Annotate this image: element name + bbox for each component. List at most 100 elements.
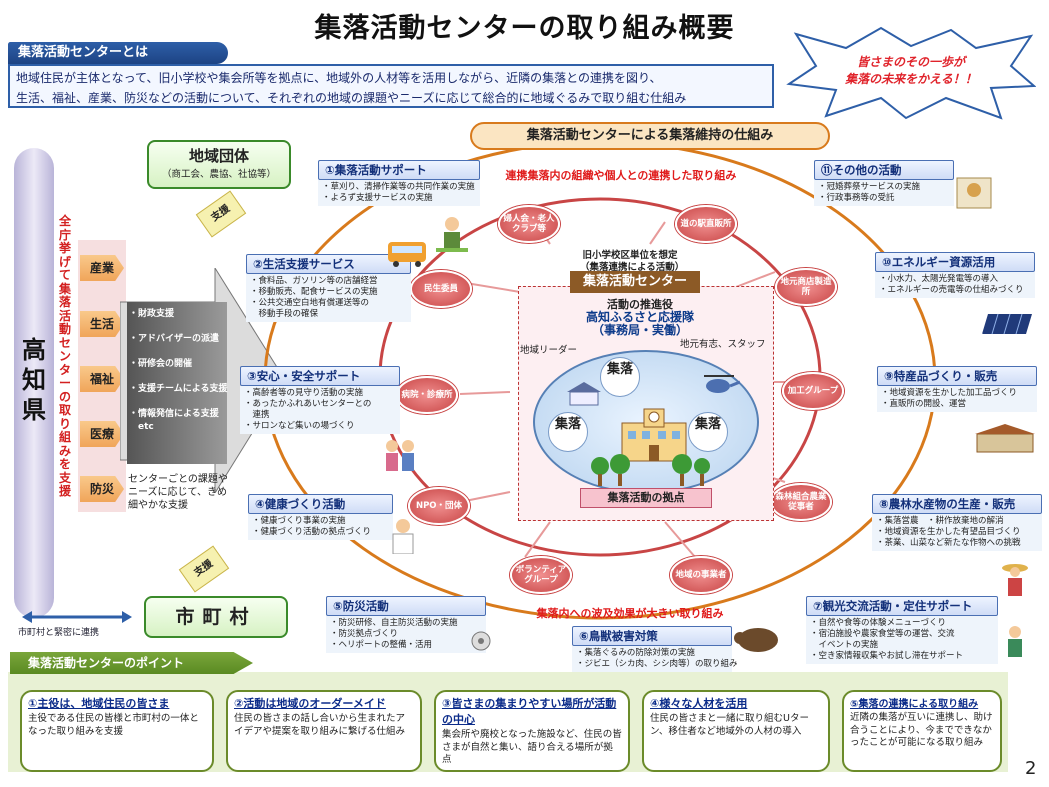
definition-tab: 集落活動センターとは <box>8 42 228 64</box>
activity-07: ⑦観光交流活動・定住サポート ・自然や食等の体験メニューづくり ・宿泊施設や農家… <box>806 596 998 664</box>
activity-07-line: ・宿泊施設や農家食堂等の運営、交流 <box>810 629 955 639</box>
ring-bottom-caption: 集落内への波及効果が大きい取り組み <box>536 607 724 620</box>
node-local-shop: 地元商店製造所 <box>775 268 837 306</box>
support-item: etc <box>129 422 154 432</box>
slogan-line-1: 皆さまのその一歩が <box>856 55 965 69</box>
point-card-5-title: ⑤集落の連携による取り組み <box>850 699 979 710</box>
activity-01-line: ・草刈り、清掃作業等の共同作業の実施 <box>322 182 475 192</box>
activity-05: ⑤防災活動 ・防災研修、自主防災活動の実施 ・防災拠点づくり ・ヘリポートの整備… <box>326 596 486 653</box>
activity-06-title: ⑥鳥獣被害対策 <box>572 626 732 646</box>
school-note-line-2: （集落連携による活動） <box>580 262 685 273</box>
farmer-icon <box>436 217 468 252</box>
activity-02: ②生活支援サービス ・食料品、ガソリン等の店舗経営 ・移動販売、配食サービスの実… <box>246 254 411 322</box>
guide-icon <box>1008 626 1022 657</box>
node-welfare-commissioner: 民生委員 <box>410 270 472 308</box>
activity-08-line: ・集落営農 ・耕作放棄地の解消 <box>876 516 1004 526</box>
activity-01-body: ・草刈り、清掃作業等の共同作業の実施 ・よろず支援サービスの実施 <box>318 180 480 206</box>
local-leader-label: 地域リーダー <box>520 345 578 356</box>
activity-08-body: ・集落営農 ・耕作放棄地の解消 ・地域資源を生かした有望品目づくり ・茶業、山菜… <box>872 514 1042 551</box>
point-card-2-title: ②活動は地域のオーダーメイド <box>234 697 386 710</box>
field-industry: 産業 <box>80 255 124 281</box>
ring-title: 集落活動センターによる集落維持の仕組み <box>470 122 830 150</box>
support-item: ・情報発信による支援 <box>129 409 219 419</box>
node-processing-group: 加工グループ <box>782 372 844 410</box>
point-card-5-text: 近隣の集落が互いに連携し、助け合うことにより、今までできなかったことが可能になる… <box>850 712 993 748</box>
support-item: ・アドバイザーの派遣 <box>129 334 220 344</box>
center-role: 活動の推進役 高知ふるさと応援隊 （事務局・実働） <box>570 298 710 337</box>
activity-03: ③安心・安全サポート ・高齢者等の見守り活動の実施 ・あったかふれあいセンターと… <box>240 366 400 434</box>
support-item: ・財政支援 <box>129 309 175 319</box>
definition-line-1: 地域住民が主体となって、旧小学校や集会所等を拠点に、地域外の人材等を活用しながら… <box>16 71 662 85</box>
base-label: 集落活動の拠点 <box>580 488 712 508</box>
activity-11-line: ・行政事務等の受託 <box>818 193 895 203</box>
activity-03-title: ③安心・安全サポート <box>240 366 400 386</box>
double-arrow-icon <box>22 611 132 623</box>
school-building-icon <box>621 408 687 462</box>
boar-icon <box>734 628 778 652</box>
point-card-3-text: 集会所や廃校となった施設など、住民の皆さまが自然と集い、語り合える場所が拠点 <box>442 729 622 765</box>
prefecture-label: 高知県 <box>14 335 54 425</box>
node-womens-assoc: 婦人会・老人クラブ等 <box>498 205 560 243</box>
support-item: ・支援チームによる支援 <box>129 384 228 394</box>
support-list: ・財政支援 ・アドバイザーの派遣 ・研修会の開催 ・支援チームによる支援 ・情報… <box>127 302 227 464</box>
node-forestry: 森林組合農業従事者 <box>770 483 832 521</box>
activity-11-title: ⑪その他の活動 <box>814 160 954 180</box>
role-line-1: 活動の推進役 <box>607 298 673 311</box>
village-bubble-right: 集落 <box>688 412 728 452</box>
activity-03-line: ・あったかふれあいセンターとの <box>244 399 372 409</box>
activity-05-title: ⑤防災活動 <box>326 596 486 616</box>
slogan-text: 皆さまのその一歩が 集落の未来をかえる！！ <box>800 54 1022 88</box>
page-title: 集落活動センターの取り組み概要 <box>314 13 735 44</box>
point-card-4: ④様々な人材を活用 住民の皆さまと一緒に取り組むUターン、移住者など地域外の人材… <box>642 690 830 772</box>
point-card-4-text: 住民の皆さまと一緒に取り組むUターン、移住者など地域外の人材の導入 <box>650 713 809 737</box>
activity-08-title: ⑧農林水産物の生産・販売 <box>872 494 1042 514</box>
activity-10-title: ⑩エネルギー資源活用 <box>875 252 1035 272</box>
slogan-burst-icon <box>786 26 1036 120</box>
prefecture-name: 高知県 <box>22 336 46 424</box>
activity-04-line: ・健康づくり活動の拠点づくり <box>252 527 372 537</box>
point-card-5: ⑤集落の連携による取り組み 近隣の集落が互いに連携し、助け合うことにより、今まで… <box>842 690 1002 772</box>
activity-08-line: ・地域資源を生かした有望品目づくり <box>876 527 1021 537</box>
node-clinic: 病院・診療所 <box>396 376 458 414</box>
point-card-2-text: 住民の皆さまの話し合いから生まれたアイデアや提案を取り組みに繋げる仕組み <box>234 713 406 737</box>
speaker-icon <box>471 631 491 651</box>
house-icon <box>567 382 601 406</box>
village-bubble-left: 集落 <box>548 412 588 452</box>
support-tag-bottom: 支援 <box>178 545 230 593</box>
activity-05-line: ・ヘリポートの整備・活用 <box>330 640 433 650</box>
local-staff-label: 地元有志、スタッフ <box>680 339 766 350</box>
activity-02-body: ・食料品、ガソリン等の店舗経営 ・移動販売、配食サービスの実施 ・公共交通空白地… <box>246 274 411 322</box>
role-line-2: 高知ふるさと応援隊 <box>585 310 694 324</box>
activity-03-line: ・サロンなど集いの場づくり <box>244 421 355 431</box>
activity-05-body: ・防災研修、自主防災活動の実施 ・防災拠点づくり ・ヘリポートの整備・活用 <box>326 616 486 653</box>
point-card-2: ②活動は地域のオーダーメイド 住民の皆さまの話し合いから生まれたアイデアや提案を… <box>226 690 422 772</box>
activity-09-body: ・地域資源を生かした加工品づくり ・直販所の開設、運営 <box>877 386 1037 412</box>
activity-10: ⑩エネルギー資源活用 ・小水力、太陽光発電等の導入 ・エネルギーの売電等の仕組み… <box>875 252 1035 298</box>
activity-09-line: ・直販所の開設、運営 <box>881 399 967 409</box>
support-tag-top: 支援 <box>195 190 247 238</box>
page-number: 2 <box>1025 758 1037 779</box>
coop-note: 市町村と緊密に連携 <box>18 628 100 638</box>
activity-06-body: ・集落ぐるみの防除対策の実施 ・ジビエ（シカ肉、シシ肉等）の取り組み <box>572 646 738 672</box>
activity-08: ⑧農林水産物の生産・販売 ・集落営農 ・耕作放棄地の解消 ・地域資源を生かした有… <box>872 494 1042 551</box>
prefecture-support-vertical: 全庁挙げて集落活動センターの取り組みを支援 <box>58 214 71 498</box>
activity-07-body: ・自然や食等の体験メニューづくり ・宿泊施設や農家食堂等の運営、交流 イベントの… <box>806 616 998 664</box>
point-card-1-title: ①主役は、地域住民の皆さま <box>28 697 170 710</box>
activity-11-body: ・冠婚葬祭サービスの実施 ・行政事務等の受託 <box>814 180 954 206</box>
node-volunteer: ボランティアグループ <box>510 556 572 594</box>
node-roadside-station: 道の駅直販所 <box>675 205 737 243</box>
municipality-box: 市町村 <box>144 596 288 638</box>
community-org-title: 地域団体 <box>188 147 249 165</box>
activity-09-line: ・地域資源を生かした加工品づくり <box>881 388 1018 398</box>
activity-03-body: ・高齢者等の見守り活動の実施 ・あったかふれあいセンターとの 連携 ・サロンなど… <box>240 386 400 434</box>
caregivers-icon <box>386 440 414 471</box>
activity-04-line: ・健康づくり事業の実施 <box>252 516 346 526</box>
field-living: 生活 <box>80 311 124 337</box>
activity-06: ⑥鳥獣被害対策 ・集落ぐるみの防除対策の実施 ・ジビエ（シカ肉、シシ肉等）の取り… <box>572 626 738 672</box>
activity-05-line: ・防災研修、自主防災活動の実施 <box>330 618 458 628</box>
activity-07-line: ・空き家情報収集やお試し滞在サポート <box>810 651 964 661</box>
activity-11: ⑪その他の活動 ・冠婚葬祭サービスの実施 ・行政事務等の受託 <box>814 160 954 206</box>
point-card-1-text: 主役である住民の皆様と市町村の一体となった取り組みを支援 <box>28 713 199 737</box>
point-card-4-title: ④様々な人材を活用 <box>650 697 748 710</box>
community-org-sub: （商工会、農協、社協等） <box>161 169 276 180</box>
